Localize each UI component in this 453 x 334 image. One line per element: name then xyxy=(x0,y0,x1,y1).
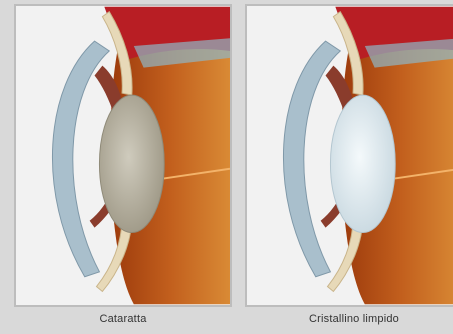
lens-clear xyxy=(330,95,395,232)
cataract-eye-illustration xyxy=(16,6,230,305)
lens-cataract xyxy=(99,95,164,232)
clear-lens-eye-panel xyxy=(245,4,453,307)
clear-lens-eye-illustration xyxy=(247,6,453,305)
caption-cataract: Cataratta xyxy=(14,313,232,325)
caption-clear-lens: Cristallino limpido xyxy=(245,313,453,325)
cataract-eye-panel xyxy=(14,4,232,307)
